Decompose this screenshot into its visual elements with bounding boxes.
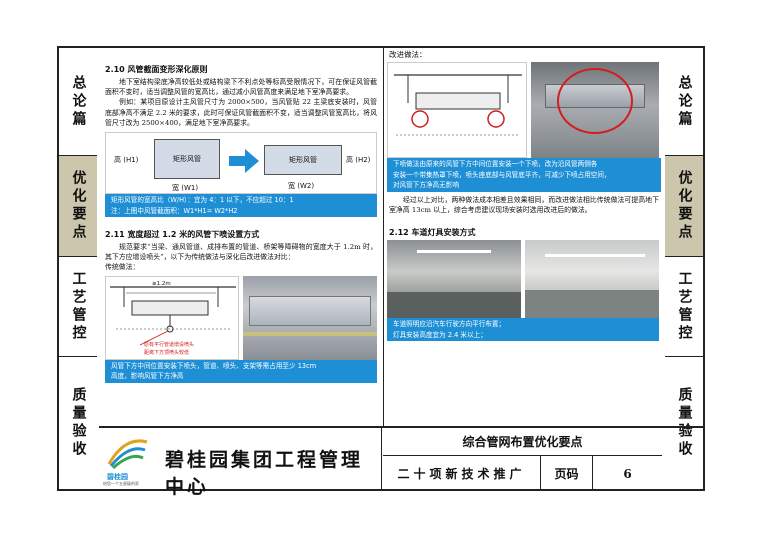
section-212-heading: 2.12 车道灯具安装方式	[389, 228, 476, 238]
traditional-figure: ≥1.2m 原有平行管道增设喷头 距离下方顶喷头较低	[105, 275, 377, 360]
right-column: 改进做法： 下喷做法由原来的风管下方中间位置安装一个下喷，改为沿风管两侧各	[383, 46, 661, 426]
section-211-heading: 2.11 宽度超过 1.2 米的风管下喷设置方式	[105, 230, 260, 240]
left-duct-box: 矩形风管	[154, 139, 220, 180]
h1-label: 高 (H1)	[114, 156, 139, 165]
tab-optimization-left[interactable]: 优化要点	[59, 156, 97, 257]
company-name: 碧桂园集团工程管理中心	[165, 449, 364, 498]
page-label: 页码	[541, 456, 593, 491]
caption-line: 风管下方中间位置安装下喷头，管道、喷头、支架等需占用至少 13cm	[111, 361, 317, 370]
traditional-photo	[243, 275, 377, 360]
lane-photos	[387, 240, 661, 319]
caption-line: 安装一个带集热罩下喷，喷头座底部与风管底平齐，可减少下喷占用空间，	[393, 170, 611, 179]
tab-label: 总论篇	[676, 74, 693, 129]
tab-label: 质量验收	[676, 387, 693, 459]
improve-label: 改进做法：	[389, 50, 427, 59]
tab-overview-left[interactable]: 总论篇	[59, 48, 97, 156]
h2-label: 高 (H2)	[346, 156, 371, 165]
logo-slogan: 给您一个五星级的家	[103, 481, 139, 486]
left-tab-column: 总论篇 优化要点 工艺管控 质量验收	[57, 46, 99, 491]
caption-line: 灯具安装高度宜为 2.4 米以上；	[393, 330, 487, 339]
section-212-caption: 车道照明应沿汽车行驶方向平行布置； 灯具安装高度宜为 2.4 米以上；	[387, 318, 659, 342]
section-211-p2: 传统做法：	[105, 263, 140, 272]
left-column: 2.10 风管截面变形深化原则 地下室结构梁底净高较低处或结构梁下不利点处等标高…	[103, 46, 379, 426]
w1-label: 宽 (W1)	[172, 184, 199, 193]
improve-photo	[531, 62, 659, 159]
lane-photo-1	[387, 240, 521, 319]
doc-title: 综合管网布置优化要点	[383, 428, 662, 456]
tab-label: 质量验收	[70, 387, 87, 459]
lane-light-strip	[417, 250, 491, 254]
tab-quality-left[interactable]: 质量验收	[59, 357, 97, 489]
tab-label: 优化要点	[676, 170, 693, 242]
tab-label: 总论篇	[70, 74, 87, 129]
improve-drawing	[387, 62, 527, 159]
left-duct-label: 矩形风管	[173, 155, 201, 164]
caption-line: 高度，影响风管下方净高	[111, 372, 184, 381]
dimension-label: ≥1.2m	[152, 280, 171, 287]
tab-quality-right[interactable]: 质量验收	[665, 357, 703, 489]
caption-line: 对风管下方净高无影响	[393, 181, 459, 190]
duct-diagram: 矩形风管 高 (H1) 宽 (W1) 矩形风管 高 (H2) 宽 (W2)	[105, 132, 377, 195]
tab-overview-right[interactable]: 总论篇	[665, 48, 703, 156]
right-duct-box: 矩形风管	[264, 145, 342, 176]
improve-caption: 下喷做法由原来的风管下方中间位置安装一个下喷，改为沿风管两侧各 安装一个带集热罩…	[387, 158, 661, 192]
lane-photo-2	[525, 240, 659, 319]
section-210-p2: 例如：某项目原设计主风管尺寸为 2000×500，当风管贴 22 主梁底安装时，…	[105, 98, 377, 127]
main-content: 2.10 风管截面变形深化原则 地下室结构梁底净高较低处或结构梁下不利点处等标高…	[99, 46, 663, 426]
lane-light-strip	[545, 254, 645, 258]
tab-label: 优化要点	[70, 170, 87, 242]
tab-optimization-right[interactable]: 优化要点	[665, 156, 703, 257]
tab-process-left[interactable]: 工艺管控	[59, 257, 97, 357]
caption-line: 注：上图中风管截面积：W1*H1= W2*H2	[111, 206, 238, 215]
caption-line: 下喷做法由原来的风管下方中间位置安装一个下喷，改为沿风管两侧各	[393, 160, 598, 169]
logo-name: 碧桂园	[107, 473, 128, 481]
section-211-p1: 规范要求“当梁、通风管道、成排布置的管道、桥架等障碍物的宽度大于 1.2m 时，…	[105, 243, 377, 262]
right-tab-column: 总论篇 优化要点 工艺管控 质量验收	[663, 46, 705, 491]
duct-shape	[249, 295, 371, 326]
pipe-shape	[243, 331, 377, 336]
highlight-circle	[557, 68, 633, 135]
company-logo-icon	[107, 439, 148, 470]
w2-label: 宽 (W2)	[288, 182, 315, 191]
improve-figure	[387, 62, 661, 159]
tab-label: 工艺管控	[70, 270, 87, 343]
page-number: 6	[623, 466, 632, 481]
duct-section-drawing	[110, 286, 236, 345]
lane-floor	[525, 290, 659, 319]
arrow-right-icon	[229, 149, 259, 174]
section-210-caption: 矩形风管的宽高比（W/H）：宜为 4：1 以下，不应超过 10：1 注：上图中风…	[105, 194, 377, 218]
improved-section-drawing	[394, 74, 522, 136]
tab-label: 工艺管控	[676, 270, 693, 343]
section-211-caption: 风管下方中间位置安装下喷头，管道、喷头、支架等需占用至少 13cm 高度，影响风…	[105, 359, 377, 383]
right-duct-label: 矩形风管	[289, 156, 317, 165]
section-210-p1: 地下室结构梁底净高较低处或结构梁下不利点处等标高受限情况下，可在保证风管截面积不…	[105, 78, 377, 97]
doc-subtitle: 二十项新技术推广	[383, 456, 541, 491]
lane-floor	[387, 292, 521, 319]
traditional-drawing: ≥1.2m 原有平行管道增设喷头 距离下方顶喷头较低	[105, 275, 239, 360]
red-note-2: 距离下方顶喷头较低	[144, 349, 190, 356]
improve-conclusion: 经过以上对比，两种做法成本相差且效果相同，而改进做法相比传统做法可提高地下室净高…	[389, 195, 659, 214]
caption-line: 车道照明应沿汽车行驶方向平行布置；	[393, 320, 506, 329]
caption-line: 矩形风管的宽高比（W/H）：宜为 4：1 以下，不应超过 10：1	[111, 196, 294, 205]
section-210-heading: 2.10 风管截面变形深化原则	[105, 65, 208, 74]
footer: 碧桂园 给您一个五星级的家 碧桂园集团工程管理中心 综合管网布置优化要点 二十项…	[99, 426, 705, 498]
tab-process-right[interactable]: 工艺管控	[665, 257, 703, 357]
logo-area: 碧桂园 给您一个五星级的家 碧桂园集团工程管理中心	[99, 428, 382, 498]
red-note-1: 原有平行管道增设喷头	[144, 341, 195, 348]
